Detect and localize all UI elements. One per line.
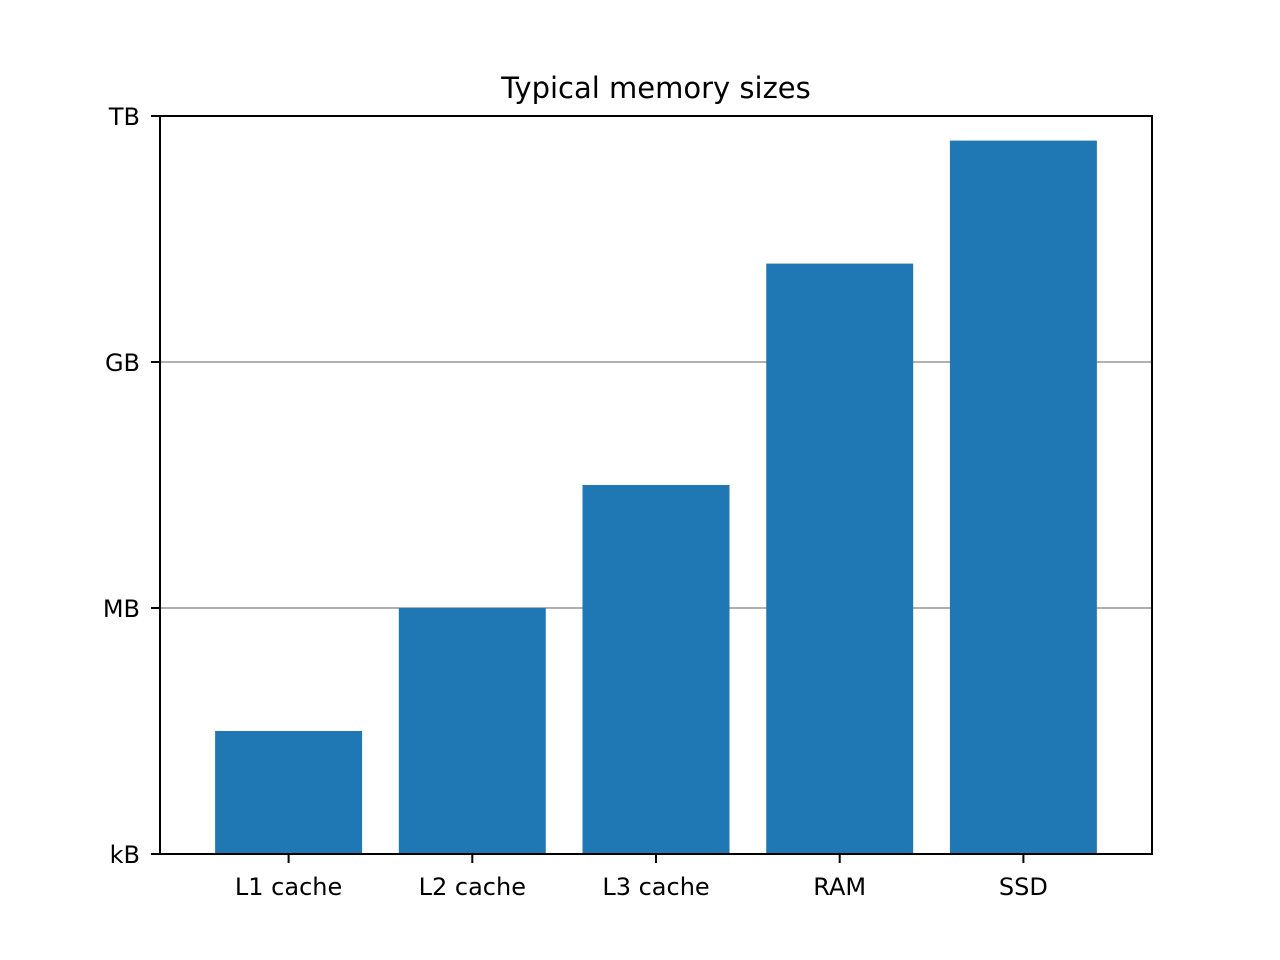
- bar: [766, 263, 914, 855]
- bars: [215, 140, 1097, 855]
- x-axis: L1 cache L2 cache L3 cache RAM SSD: [235, 854, 1048, 901]
- y-tick-label: MB: [103, 595, 140, 623]
- bar: [215, 731, 363, 854]
- bar: [398, 608, 546, 854]
- x-tick-label: L1 cache: [235, 873, 342, 901]
- x-tick-label: SSD: [999, 873, 1048, 901]
- x-tick-label: L2 cache: [419, 873, 526, 901]
- chart-title: Typical memory sizes: [500, 71, 811, 105]
- bar: [949, 140, 1097, 855]
- y-tick-label: TB: [108, 103, 140, 131]
- y-axis: kB MB GB TB: [103, 103, 160, 869]
- y-tick-label: GB: [105, 349, 140, 377]
- x-tick-label: L3 cache: [602, 873, 709, 901]
- x-tick-label: RAM: [813, 873, 866, 901]
- y-tick-label: kB: [110, 841, 140, 869]
- bar: [582, 485, 730, 854]
